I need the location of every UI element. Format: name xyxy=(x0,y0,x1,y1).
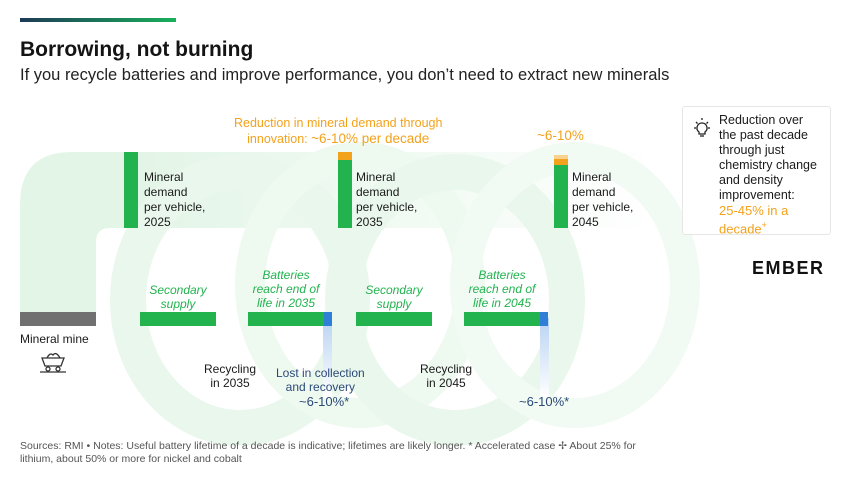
demand-bar-2035 xyxy=(338,160,352,228)
flow-band-mine-to-2025 xyxy=(20,152,124,312)
innovation-cut-2045 xyxy=(554,159,568,165)
accent-bar xyxy=(20,18,176,22)
ember-logo: EMBER xyxy=(752,258,825,278)
secondary-supply-bar-1 xyxy=(140,312,216,326)
lost-stream-2035 xyxy=(323,318,332,398)
flow-loop-3 xyxy=(325,154,585,446)
demand-bar-2045 xyxy=(554,165,568,228)
innovation-cut-2045-light xyxy=(554,155,568,159)
mineral-mine-label: Mineral mine xyxy=(20,332,89,346)
secondary-supply-bar-2 xyxy=(356,312,432,326)
lost-stream-2045 xyxy=(540,318,549,398)
innovation-label: Reduction in mineral demand through inno… xyxy=(234,116,443,146)
page-subtitle: If you recycle batteries and improve per… xyxy=(20,66,670,84)
end-of-life-bar-2045 xyxy=(464,312,540,326)
note-box: Reduction over the past decade through j… xyxy=(682,106,831,237)
innovation-pct-2045: ~6-10% xyxy=(537,128,584,143)
lightbulb-icon xyxy=(694,118,710,137)
footer-notes: Sources: RMI • Notes: Useful battery lif… xyxy=(20,440,636,465)
lost-pct-2035: ~6-10%* xyxy=(299,394,350,409)
demand-bar-2025 xyxy=(124,152,138,228)
mine-cart-icon xyxy=(40,352,66,373)
lost-bar-2045 xyxy=(540,312,548,326)
note-text: Reduction over the past decade through j… xyxy=(719,113,817,237)
mineral-mine-bar xyxy=(20,312,96,326)
flow-loop-4 xyxy=(450,142,700,428)
lost-pct-2045: ~6-10%* xyxy=(519,394,570,409)
page-title: Borrowing, not burning xyxy=(20,38,254,61)
lost-bar-2035 xyxy=(324,312,332,326)
end-of-life-bar-2035 xyxy=(248,312,324,326)
innovation-cut-2035 xyxy=(338,152,352,160)
